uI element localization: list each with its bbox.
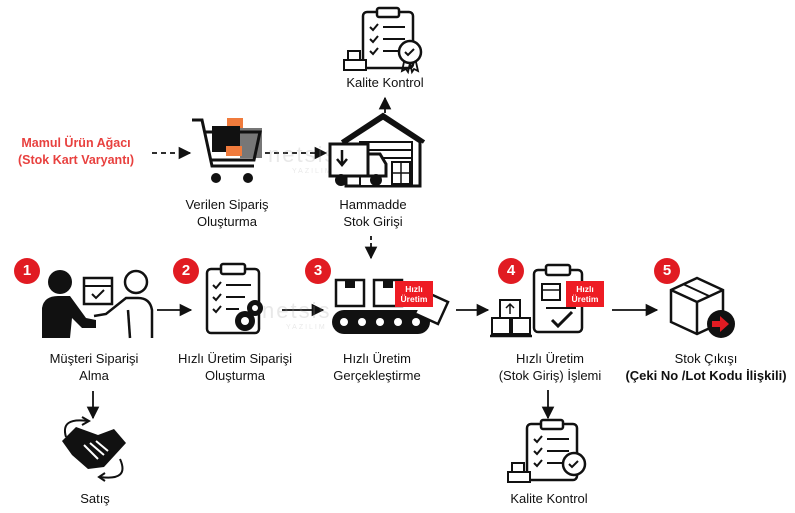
step-3-label: Hızlı Üretim Gerçekleştirme: [333, 350, 420, 384]
order-label: Verilen Sipariş Oluşturma: [185, 196, 268, 230]
arrows: [86, 96, 659, 420]
quality-bottom-label: Kalite Kontrol: [510, 491, 588, 506]
svg-text:YAZILIM: YAZILIM: [292, 168, 333, 175]
clipboard-check-bottom-icon: [507, 418, 587, 483]
handshake-icon: [62, 416, 126, 482]
warehouse-truck-icon: [328, 112, 426, 188]
source-label-line-1: Mamul Ürün Ağacı: [21, 136, 131, 150]
tag-line-2: Üretim: [571, 294, 599, 304]
step-4-label: Hızlı Üretim (Stok Giriş) İşlemi: [499, 350, 602, 384]
source-label-line-2: (Stok Kart Varyantı): [17, 153, 135, 167]
watermark-mid: netsis YAZILIM: [262, 298, 331, 331]
source-label: Mamul Ürün Ağacı (Stok Kart Varyantı): [18, 135, 134, 169]
quality-top-label: Kalite Kontrol: [346, 75, 424, 90]
step-2-label-line-2: Oluşturma: [205, 368, 265, 383]
order-label-line-2: Oluşturma: [197, 214, 257, 229]
fast-production-tag-step3: Hızlı Üretim: [395, 281, 433, 307]
stock-entry-icon: [490, 263, 584, 338]
svg-text:YAZILIM: YAZILIM: [286, 324, 327, 331]
fast-production-tag-step4: Hızlı Üretim: [566, 281, 604, 307]
step-1-label: Müşteri Siparişi Alma: [50, 350, 139, 384]
clipboard-gears-icon: [205, 262, 263, 335]
step-badge-5: 5: [654, 258, 680, 284]
tag-line-2: Üretim: [400, 294, 428, 304]
tag-line-1: Hızlı: [576, 284, 594, 294]
step-4-label-line-1: Hızlı Üretim: [516, 351, 584, 366]
shopping-cart-icon: [192, 118, 262, 183]
step-1-label-line-1: Müşteri Siparişi: [49, 351, 139, 366]
tag-line-1: Hızlı: [405, 284, 423, 294]
raw-material-label: Hammadde Stok Girişi: [339, 196, 406, 230]
step-badge-1: 1: [14, 258, 40, 284]
step-1-label-line-2: Alma: [79, 368, 109, 383]
raw-material-label-line-2: Stok Girişi: [343, 214, 403, 229]
step-5-label: Stok Çıkışı (Çeki No /Lot Kodu İlişkili): [625, 350, 786, 384]
step-badge-4: 4: [498, 258, 524, 284]
step-2-label-line-1: Hızlı Üretim Siparişi: [177, 351, 293, 366]
step-3-label-line-2: Gerçekleştirme: [333, 368, 421, 383]
step-4-label-line-2: (Stok Giriş) İşlemi: [498, 368, 602, 383]
step-5-label-line-1: Stok Çıkışı: [674, 351, 738, 366]
stock-out-box-icon: [669, 276, 735, 338]
svg-text:netsis: netsis: [268, 142, 337, 167]
step-3-label-line-1: Hızlı Üretim: [343, 351, 411, 366]
svg-text:netsis: netsis: [262, 298, 331, 323]
raw-material-label-line-1: Hammadde: [339, 197, 407, 212]
step-2-label: Hızlı Üretim Siparişi Oluşturma: [178, 350, 292, 384]
sales-label: Satış: [80, 491, 110, 506]
step-5-label-line-2: (Çeki No /Lot Kodu İlişkili): [625, 368, 787, 383]
step-badge-2: 2: [173, 258, 199, 284]
clipboard-check-icon: [343, 6, 423, 75]
order-label-line-1: Verilen Sipariş: [185, 197, 269, 212]
step-badge-3: 3: [305, 258, 331, 284]
watermark-top: netsis YAZILIM: [268, 142, 337, 175]
customer-handover-icon: [42, 269, 154, 339]
